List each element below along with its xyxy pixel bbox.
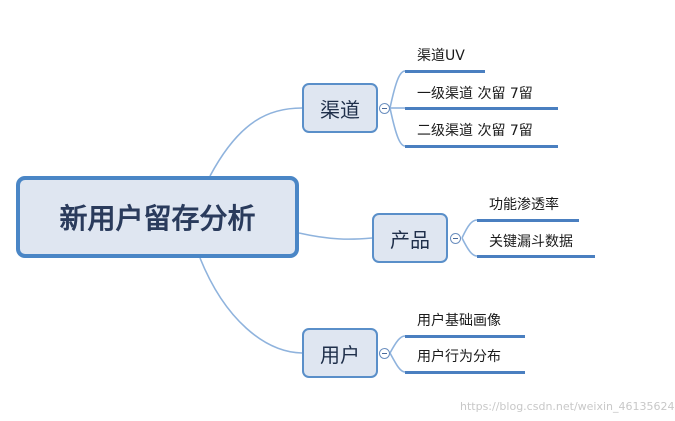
collapse-toggle-product[interactable]	[450, 233, 461, 244]
connector-user-leaf1	[389, 335, 406, 354]
connector-root-user	[199, 257, 303, 354]
branch-node-user[interactable]: 用户	[302, 328, 378, 378]
connector-user-leaf2	[389, 352, 406, 373]
leaf-feature-penetration[interactable]: 功能渗透率	[489, 197, 559, 213]
leaf-channel-uv[interactable]: 渠道UV	[417, 48, 465, 64]
collapse-toggle-user[interactable]	[379, 348, 390, 359]
leaf-channel-level2[interactable]: 二级渠道 次留 7留	[417, 123, 533, 139]
connector-channel-leaf1	[389, 70, 406, 109]
connector-lines	[199, 70, 478, 373]
watermark: https://blog.csdn.net/weixin_46135624	[460, 400, 675, 413]
connector-root-product	[298, 232, 373, 240]
collapse-toggle-channel[interactable]	[379, 103, 390, 114]
branch-label-product: 产品	[390, 227, 430, 252]
leaf-underline	[405, 70, 485, 73]
connector-product-leaf2	[461, 237, 478, 257]
leaf-key-funnel[interactable]: 关键漏斗数据	[489, 234, 573, 250]
leaf-underline	[405, 371, 525, 374]
leaf-channel-level1[interactable]: 一级渠道 次留 7留	[417, 86, 533, 102]
leaf-user-profile[interactable]: 用户基础画像	[417, 313, 501, 329]
leaf-underline	[405, 145, 558, 148]
leaf-underline	[477, 255, 595, 258]
branch-node-channel[interactable]: 渠道	[302, 83, 378, 133]
branch-node-product[interactable]: 产品	[372, 213, 448, 263]
branch-label-user: 用户	[320, 342, 360, 367]
root-label: 新用户留存分析	[59, 202, 256, 235]
connector-channel-leaf3	[389, 107, 406, 147]
leaf-underline	[477, 219, 579, 222]
connector-root-channel	[209, 107, 303, 177]
connector-product-leaf1	[461, 219, 478, 239]
leaf-underline	[405, 335, 525, 338]
leaf-underline	[405, 107, 558, 110]
branch-label-channel: 渠道	[320, 97, 360, 122]
leaf-user-behavior[interactable]: 用户行为分布	[417, 349, 501, 365]
root-node[interactable]: 新用户留存分析	[16, 176, 299, 258]
